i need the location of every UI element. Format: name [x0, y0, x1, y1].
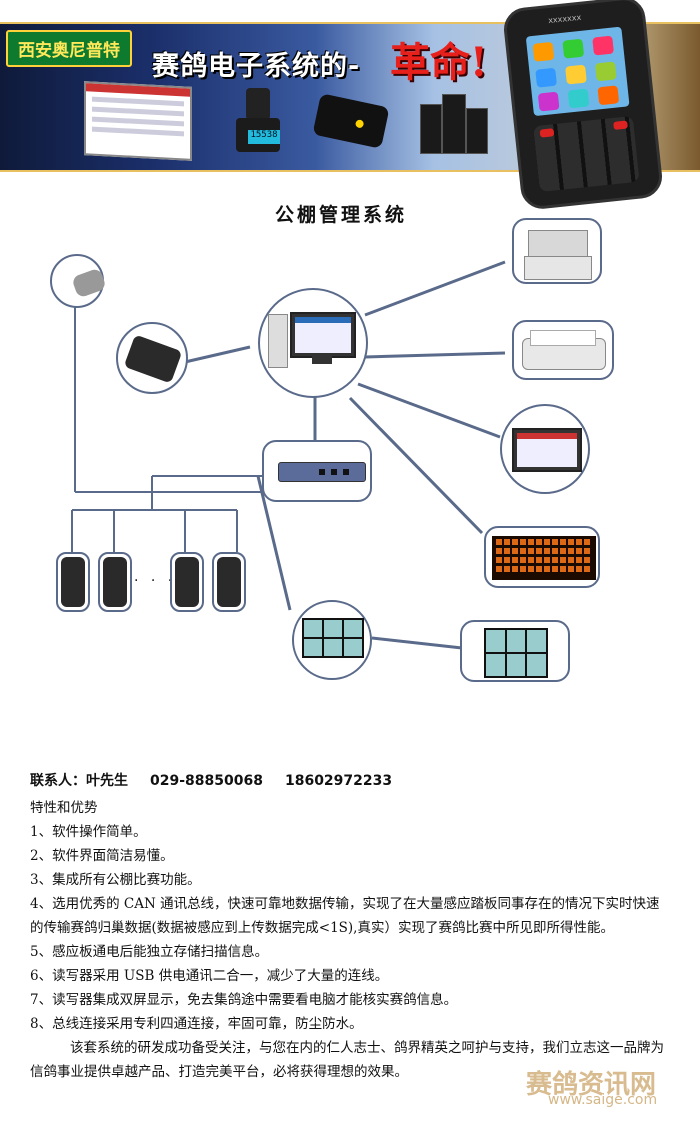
contact-phone-1: 029-88850068 [150, 773, 263, 789]
reader-pad-node [170, 552, 204, 612]
ellipsis: · · · [134, 573, 177, 589]
closing-paragraph: 该套系统的研发成功备受关注，与您在内的仁人志士、鸽界精英之呵护与支持，我们立志这… [30, 1040, 664, 1080]
led-board-node [484, 526, 600, 588]
reader-tower-image [442, 94, 466, 154]
site-watermark: 赛鸽资讯网 [526, 1070, 657, 1100]
feature-item: 6、读写器采用 USB 供电通讯二合一，减少了大量的连线。 [30, 968, 389, 984]
led-board-icon [492, 536, 596, 580]
sensor-pad-node [116, 322, 188, 394]
surveillance-grid-icon [302, 618, 364, 658]
reader-pad-icon [103, 557, 127, 607]
feature-item: 4、选用优秀的 CAN 通讯总线，快速可靠地数据传输，实现了在大量感应踏板同事存… [30, 896, 660, 936]
brand-label: 西安奥尼普特 [6, 30, 132, 67]
diagram-title: 公棚管理系统 [275, 204, 408, 226]
reader-tower-image [466, 108, 488, 154]
computer-monitor-icon [290, 312, 356, 358]
dot-matrix-printer-node [512, 320, 614, 380]
top-banner: 西安奥尼普特 赛鸽电子系统的- 革命! 15538 xxxxxxx [0, 0, 700, 211]
banner-headline: 赛鸽电子系统的- [152, 51, 361, 82]
display-monitor-icon [512, 428, 582, 472]
display-monitor-node [500, 404, 590, 494]
camera-view-node [460, 620, 570, 682]
printer-tray-icon [524, 256, 592, 280]
contact-name: 联系人：叶先生 [30, 773, 128, 789]
feature-item: 1、软件操作简单。 [30, 824, 147, 840]
clock-device-image [246, 88, 270, 120]
reader-pad-icon [217, 557, 241, 607]
pc-tower-icon [268, 314, 288, 368]
network-switch-icon [278, 462, 366, 482]
site-watermark-url: www.saige.com [548, 1092, 658, 1108]
feature-item: 3、集成所有公棚比赛功能。 [30, 872, 201, 888]
contact-phone-2: 18602972233 [284, 773, 393, 789]
banner-headline-red: 革命! [390, 39, 488, 86]
features-section: 特性和优势 1、软件操作简单。 2、软件界面简洁易懂。 3、集成所有公棚比赛功能… [30, 796, 670, 1084]
clock-lcd-display: 15538 [248, 130, 280, 144]
reader-pad-icon [175, 557, 199, 607]
central-computer-node [258, 288, 368, 398]
contact-line: 联系人：叶先生 029-88850068 18602972233 [30, 770, 414, 790]
feature-item: 2、软件界面简洁易懂。 [30, 848, 174, 864]
laser-printer-icon [528, 230, 588, 258]
sensor-pad-icon [123, 334, 183, 384]
connection-lines [71, 260, 506, 650]
feature-item: 8、总线连接采用专利四通连接，牢固可靠，防尘防水。 [30, 1016, 363, 1032]
reader-pad-node [98, 552, 132, 612]
network-hub-node [262, 440, 372, 502]
camera-grid-icon [484, 628, 548, 678]
feature-item: 5、感应板通电后能独立存储扫描信息。 [30, 944, 269, 960]
reader-pad-icon [61, 557, 85, 607]
reader-pad-node [56, 552, 90, 612]
features-heading: 特性和优势 [30, 800, 98, 816]
reader-pad-node [212, 552, 246, 612]
antenna-node [50, 254, 107, 308]
monitor-stand-icon [312, 356, 332, 364]
feature-item: 7、读写器集成双屏显示，免去集鸽途中需要看电脑才能核实赛鸽信息。 [30, 992, 458, 1008]
laser-printer-node [512, 218, 602, 284]
surveillance-monitor-node [292, 600, 372, 680]
reader-tower-image [420, 104, 442, 154]
printer-paper-icon [530, 330, 596, 346]
